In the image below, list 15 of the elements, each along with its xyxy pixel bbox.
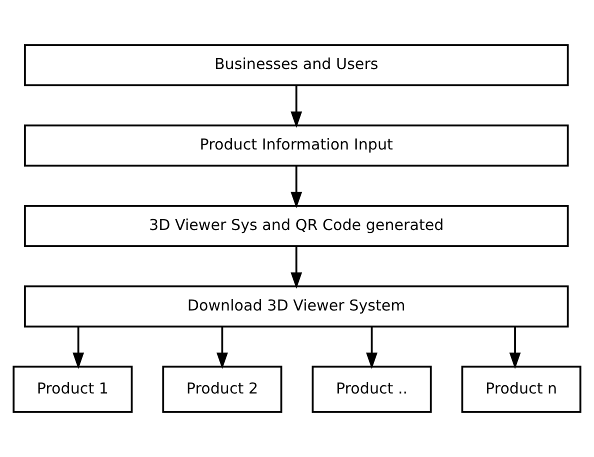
node-box: Product Information Input [24,124,569,167]
arrow [290,166,302,208]
arrow [290,85,302,128]
node-box: 3D Viewer Sys and QR Code generated [24,204,569,248]
node-box: Product n [461,366,582,413]
arrow [366,326,378,369]
node-box: Product 1 [12,366,133,413]
arrow [216,326,228,369]
arrow [72,326,84,369]
node-box: Product 2 [162,366,282,413]
node-box: Product .. [312,366,432,413]
arrow [509,326,521,369]
node-box: Businesses and Users [24,44,569,86]
arrow [290,246,302,289]
node-box: Download 3D Viewer System [24,285,569,328]
